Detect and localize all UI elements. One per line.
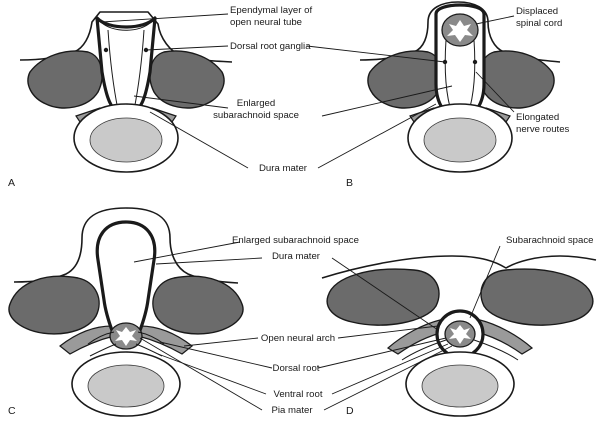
dorsal-root-ganglion-right bbox=[472, 59, 478, 65]
leader-enlarged-subarachnoid bbox=[133, 95, 229, 109]
nerve-root-left bbox=[401, 339, 447, 361]
label-ependymal-line1: Ependymal layer of bbox=[230, 5, 312, 16]
vertebral-body-core bbox=[89, 117, 163, 163]
ventral-root-left bbox=[89, 343, 117, 357]
label-open-neural-arch: Open neural arch bbox=[261, 333, 335, 344]
panel-b bbox=[306, 1, 561, 173]
leader-pia-mater bbox=[139, 337, 263, 411]
right-transverse-process bbox=[149, 50, 225, 109]
vertebral-body-core bbox=[423, 117, 497, 163]
panel-d bbox=[317, 245, 597, 417]
label-enlarged-subarachnoid-c: Enlarged subarachnoid space bbox=[232, 235, 359, 246]
leader-enlarged-subarachnoid-c bbox=[133, 241, 241, 263]
label-dura-mater-cd: Dura mater bbox=[272, 251, 321, 262]
open-neural-tube-sac bbox=[95, 16, 157, 120]
vertebral-body-core bbox=[87, 364, 165, 408]
label-ventral-root: Ventral root bbox=[273, 389, 322, 400]
label-displaced-line1: Displaced bbox=[516, 6, 558, 17]
ependymal-layer bbox=[100, 21, 152, 31]
leader-dura-mater-c bbox=[155, 257, 263, 265]
leader-subarachnoid-space bbox=[469, 245, 501, 319]
leader-pia-mater-d bbox=[323, 345, 453, 411]
right-transverse-process bbox=[480, 268, 594, 326]
label-displaced-line2: spinal cord bbox=[516, 18, 562, 29]
leader-dorsal-root-ganglia bbox=[145, 45, 229, 51]
leader-dura-mater bbox=[149, 111, 249, 169]
label-enlarged-line2: subarachnoid space bbox=[213, 110, 299, 121]
dorsal-root-ganglion-left bbox=[103, 47, 109, 53]
grey-matter bbox=[115, 327, 137, 346]
label-panel-a: A bbox=[8, 177, 15, 189]
label-pia-mater: Pia mater bbox=[271, 405, 313, 416]
label-elongated-line1: Elongated bbox=[516, 112, 559, 123]
label-elongated-line2: nerve routes bbox=[516, 124, 570, 135]
leader-enlarged-subarachnoid-b bbox=[321, 85, 453, 117]
leader-ventral-root bbox=[157, 353, 267, 395]
leader-dorsal-root-ganglia-b bbox=[306, 45, 446, 63]
panel-c bbox=[8, 207, 273, 417]
dorsal-root-left bbox=[87, 331, 115, 345]
leader-ependymal bbox=[101, 13, 229, 23]
leader-dura-mater-d bbox=[331, 257, 439, 331]
leader-open-neural-arch-d bbox=[337, 325, 439, 339]
label-panel-d: D bbox=[346, 405, 354, 417]
vertebral-body-core bbox=[421, 364, 499, 408]
label-ependymal-line2: open neural tube bbox=[230, 17, 302, 28]
leader-open-neural-arch bbox=[183, 337, 259, 347]
label-enlarged-line1: Enlarged bbox=[237, 98, 275, 109]
right-transverse-process bbox=[152, 275, 244, 335]
label-panel-b: B bbox=[346, 177, 353, 189]
grey-matter bbox=[449, 325, 471, 344]
left-transverse-process bbox=[326, 268, 440, 326]
label-dura-mater-ab: Dura mater bbox=[259, 163, 308, 174]
leader-displaced-spinal-cord bbox=[475, 15, 515, 25]
leader-dorsal-root bbox=[159, 341, 273, 369]
left-transverse-process bbox=[8, 275, 100, 335]
panel-a bbox=[19, 11, 249, 173]
left-transverse-process bbox=[27, 50, 103, 109]
label-dorsal-root-ganglia: Dorsal root ganglia bbox=[230, 41, 311, 52]
label-subarachnoid-space-d: Subarachnoid space bbox=[506, 235, 593, 246]
grey-matter bbox=[447, 20, 473, 42]
label-panel-c: C bbox=[8, 405, 16, 417]
leader-dorsal-root-d bbox=[317, 337, 447, 369]
leader-elongated-nerve-routes bbox=[475, 71, 515, 113]
label-dorsal-root: Dorsal root bbox=[273, 363, 320, 374]
leader-dura-mater-b bbox=[317, 103, 437, 169]
leader-ventral-root-d bbox=[331, 343, 449, 395]
nerve-root-right bbox=[473, 339, 519, 361]
